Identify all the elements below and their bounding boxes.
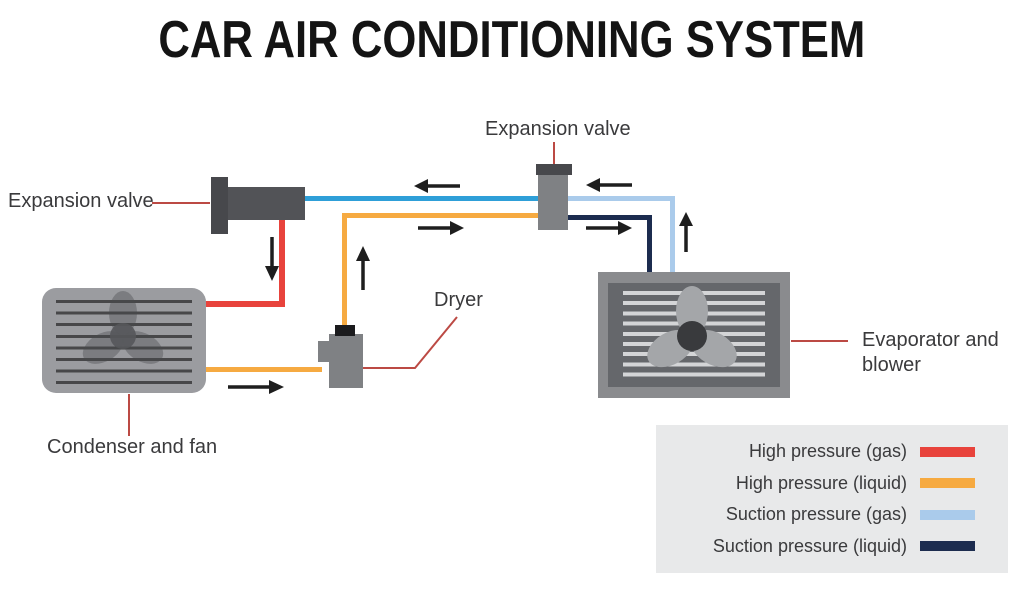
legend-item-label: Suction pressure (gas) bbox=[725, 504, 907, 525]
evaporator-fan-icon bbox=[647, 286, 737, 368]
label-evaporator: Evaporator and blower bbox=[862, 329, 999, 376]
page-title-wrap: CAR AIR CONDITIONING SYSTEM bbox=[0, 10, 1024, 70]
label-dryer: Dryer bbox=[434, 289, 483, 311]
expansion-valve-left-unit bbox=[211, 177, 228, 234]
pipe-high-pressure-gas-vertical bbox=[279, 218, 285, 307]
flow-arrow-right-icon bbox=[586, 221, 632, 235]
legend-item: Suction pressure (liquid) bbox=[656, 536, 1008, 557]
pointer-line-expansion-valve-left bbox=[152, 202, 210, 204]
pipe-suction-liquid-vertical bbox=[647, 215, 652, 274]
flow-arrow-right-icon bbox=[418, 221, 464, 235]
page-title: CAR AIR CONDITIONING SYSTEM bbox=[158, 11, 866, 69]
flow-arrow-left-icon bbox=[586, 178, 632, 192]
legend-item: High pressure (liquid) bbox=[656, 473, 1008, 494]
flow-arrow-down-icon bbox=[265, 237, 279, 281]
legend-swatch-suction-pressure-gas bbox=[920, 509, 975, 520]
pipe-suction-gas-vertical bbox=[670, 196, 675, 274]
flow-arrow-up-icon bbox=[356, 246, 370, 290]
pointer-line-evaporator bbox=[791, 340, 848, 342]
dryer-unit bbox=[329, 334, 363, 388]
dryer-cap bbox=[335, 325, 355, 336]
expansion-valve-center-cap bbox=[536, 164, 572, 175]
condenser-fan-icon bbox=[82, 291, 164, 364]
pointer-line-dryer bbox=[363, 316, 458, 369]
evaporator-unit bbox=[598, 272, 790, 398]
legend-item: Suction pressure (gas) bbox=[656, 504, 1008, 525]
flow-arrow-left-icon bbox=[414, 179, 460, 193]
legend-item-label: Suction pressure (liquid) bbox=[712, 535, 907, 556]
pipe-suction-gas-horizontal bbox=[565, 196, 675, 201]
pointer-line-expansion-valve-center bbox=[553, 142, 555, 164]
pipe-suction-liquid-horizontal bbox=[565, 215, 652, 220]
legend-swatch-high-pressure-liquid bbox=[920, 478, 975, 489]
dryer-tab bbox=[318, 341, 331, 362]
legend-item: High pressure (gas) bbox=[656, 441, 1008, 462]
legend-panel: High pressure (gas) High pressure (liqui… bbox=[656, 425, 1008, 573]
legend-item-label: High pressure (liquid) bbox=[735, 472, 907, 493]
pointer-line-condenser bbox=[128, 394, 130, 436]
pipe-high-pressure-gas-horizontal bbox=[202, 301, 285, 307]
pipe-high-pressure-liquid-condenser-dryer bbox=[204, 367, 322, 372]
pipe-suction-to-compressor bbox=[303, 196, 541, 201]
legend-swatch-high-pressure-gas bbox=[920, 446, 975, 457]
legend-swatch-suction-pressure-liquid bbox=[920, 541, 975, 552]
condenser-unit bbox=[42, 288, 206, 393]
pipe-high-pressure-liquid-vertical bbox=[342, 213, 347, 330]
legend-item-label: High pressure (gas) bbox=[748, 441, 907, 462]
expansion-valve-left-body bbox=[228, 187, 305, 220]
label-expansion-valve-center: Expansion valve bbox=[485, 118, 631, 140]
pipe-high-pressure-liquid-horizontal bbox=[342, 213, 541, 218]
label-condenser: Condenser and fan bbox=[47, 436, 218, 458]
label-expansion-valve-left: Expansion valve bbox=[8, 190, 154, 212]
flow-arrow-up-icon bbox=[679, 212, 693, 252]
flow-arrow-right-icon bbox=[228, 380, 284, 394]
expansion-valve-center-unit bbox=[538, 175, 568, 230]
